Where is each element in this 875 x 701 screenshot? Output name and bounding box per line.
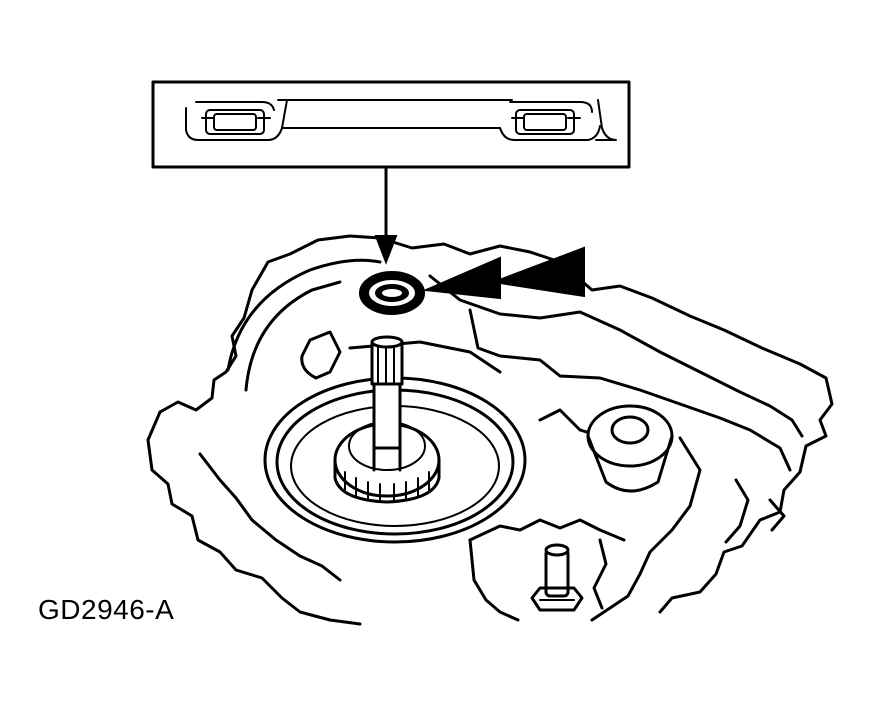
bolt [530,543,584,612]
detail-inset [151,80,631,169]
transmission-case [146,234,834,626]
detail-seal-right [511,109,581,135]
gear [333,421,441,504]
detail-seal-left [201,109,271,135]
input-shaft [370,335,404,472]
figure-code-label: GD2946-A [38,594,175,625]
indicator-arrow [422,246,585,300]
case-boss [586,404,674,493]
seal-ring [359,271,425,315]
leader-arrow [374,165,398,265]
